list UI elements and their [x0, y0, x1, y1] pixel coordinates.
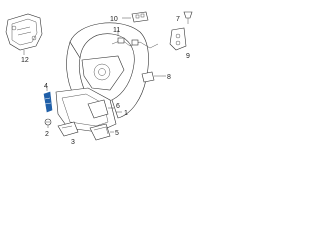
callout-9: 9	[186, 53, 190, 60]
callout-5: 5	[115, 130, 119, 137]
callout-4: 4	[44, 83, 48, 90]
callout-7: 7	[176, 16, 180, 23]
garnish-part-5	[89, 123, 111, 141]
callout-11: 11	[113, 27, 120, 34]
callout-3: 3	[71, 139, 75, 146]
callout-1: 1	[124, 110, 128, 117]
screw-part-7	[183, 11, 193, 24]
remote-switch-part-9	[169, 27, 187, 51]
paddle-shift-part-4	[43, 91, 53, 113]
steering-wheel-part	[66, 22, 149, 119]
airbag-module-part	[5, 13, 43, 51]
callout-2: 2	[45, 131, 49, 138]
connector-part-8	[141, 71, 162, 83]
switch-assembly-part-10	[131, 11, 149, 23]
callout-6: 6	[116, 103, 120, 110]
trim-bezel-part-6	[87, 99, 109, 119]
callout-10: 10	[110, 16, 118, 23]
steering-wheel-parts-diagram: 12 10 7 11 9 8	[5, 11, 193, 146]
wiring-harness-part-11	[111, 37, 159, 49]
screw-part-2	[44, 118, 52, 126]
callout-12: 12	[21, 57, 29, 64]
cover-part-3	[57, 121, 79, 137]
callout-8: 8	[167, 74, 171, 81]
